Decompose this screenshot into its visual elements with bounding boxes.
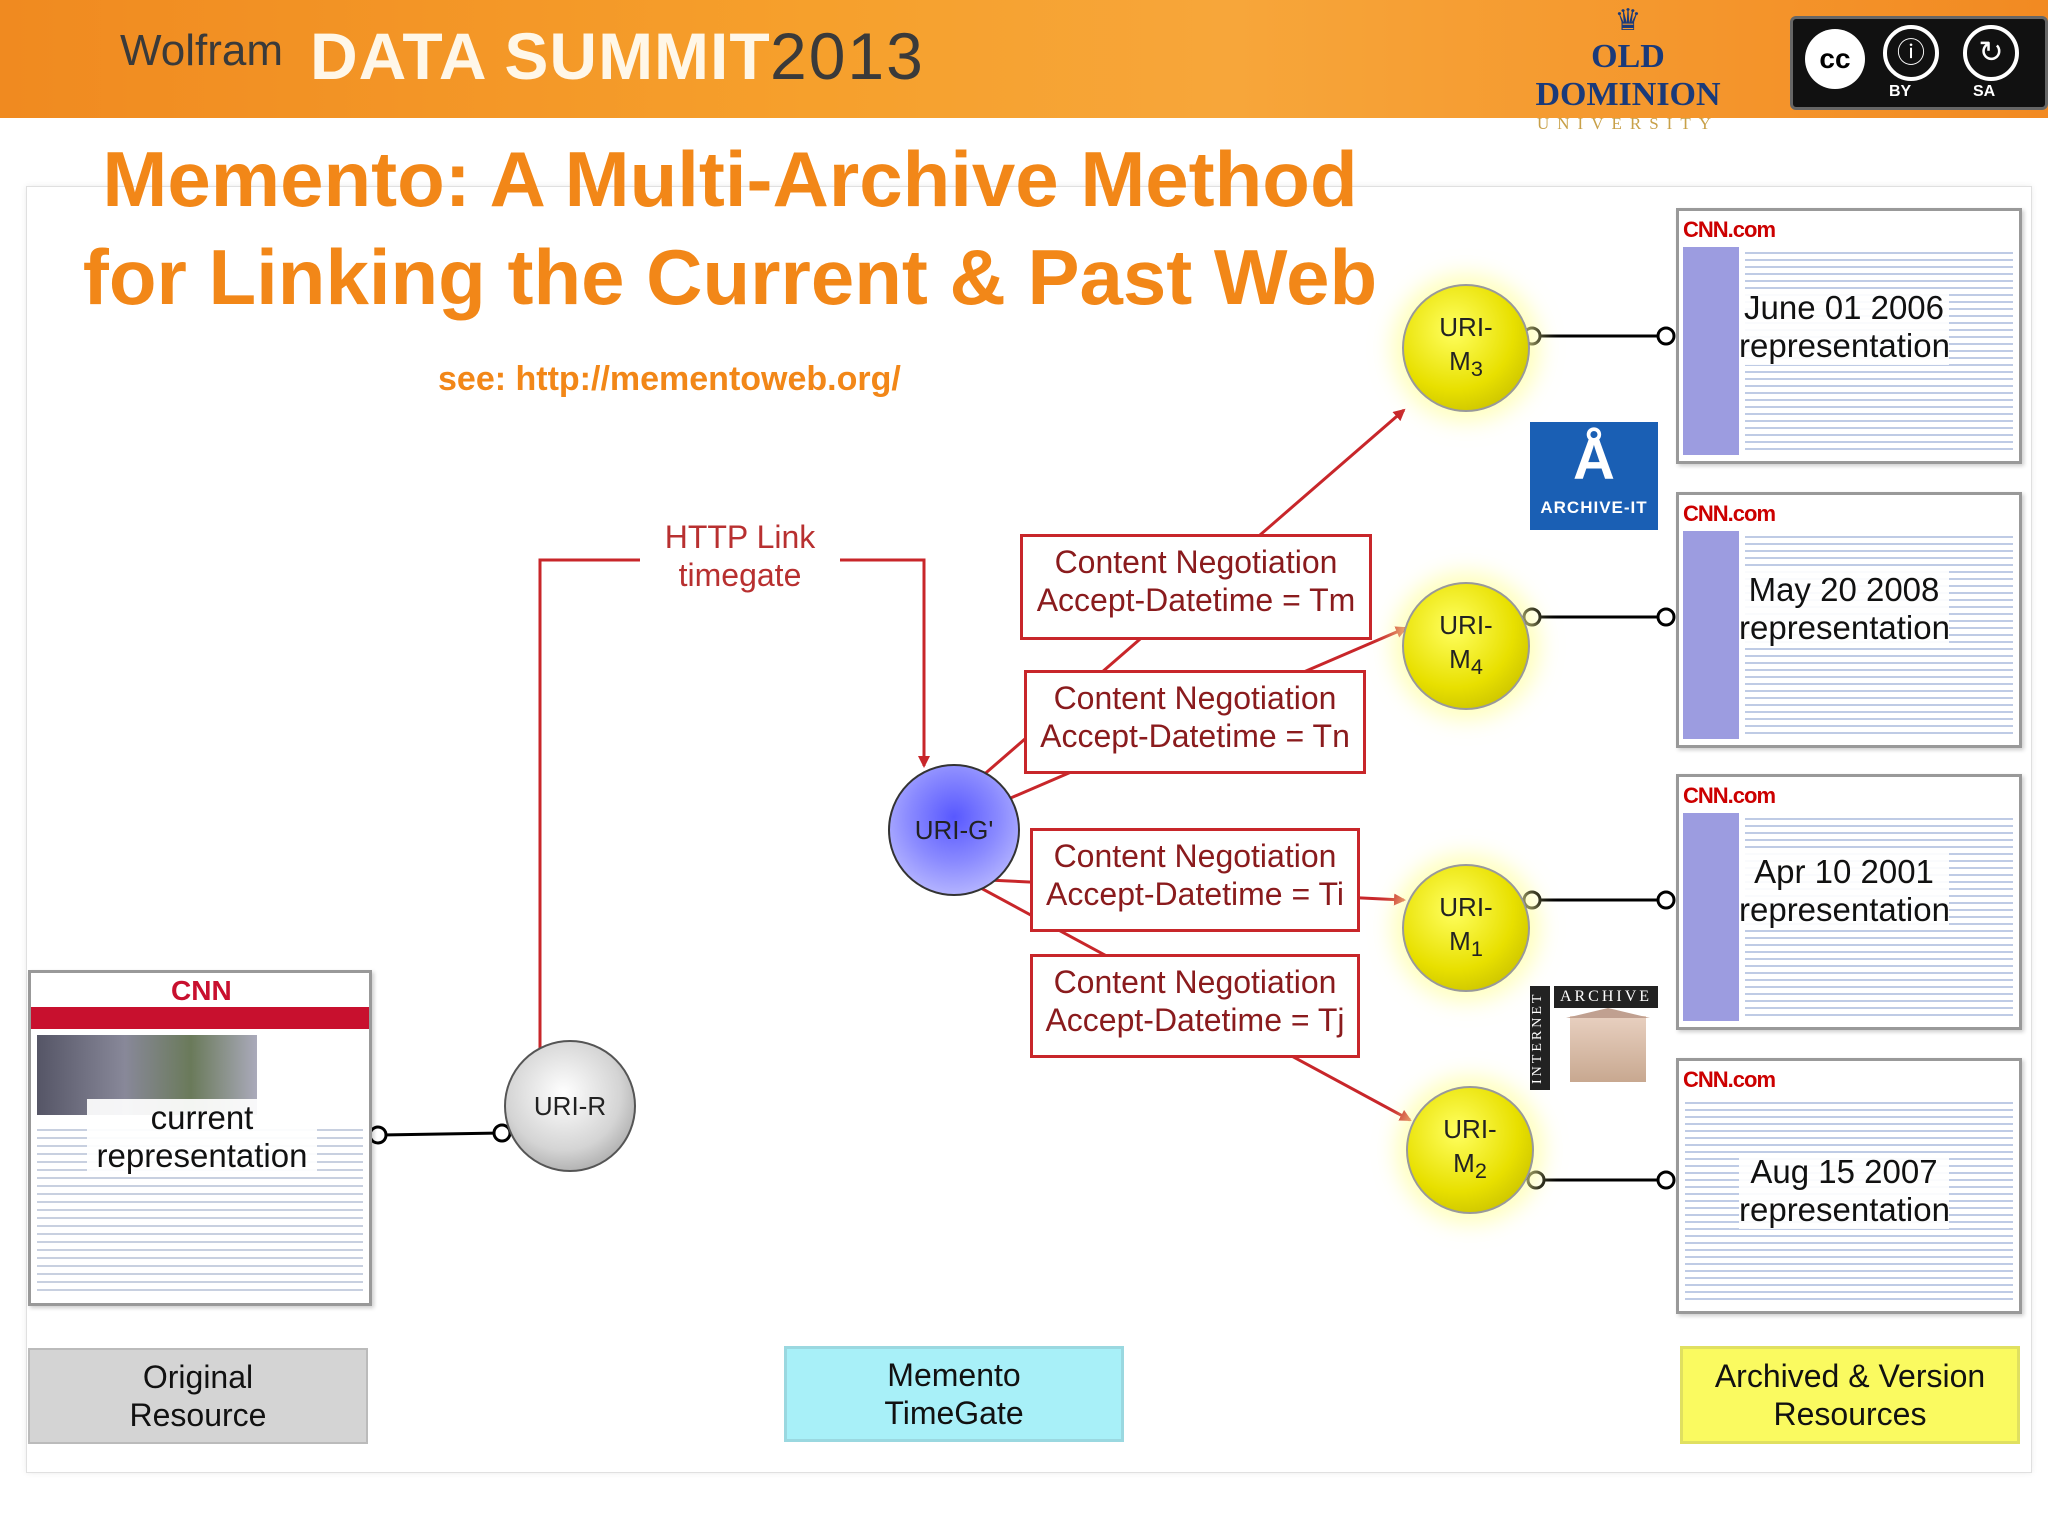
license-sa: SA [1973, 83, 1996, 100]
event-name: DATA SUMMIT [310, 19, 771, 93]
archive-it-icon: Å [1573, 427, 1615, 492]
slide-frame [26, 186, 2032, 1473]
license-by: BY [1889, 83, 1912, 100]
internet-archive-logo: INTERNET ARCHIVE [1530, 986, 1658, 1090]
title-line-1: Memento: A Multi-Archive Method [102, 135, 1358, 223]
content-negotiation-box: Content Negotiation Accept-Datetime = Ti [1030, 828, 1360, 932]
header-banner: Wolfram DATA SUMMIT 2013 [0, 0, 2048, 118]
cc-license-badge: cc ⓘ ↻ BY SA [1790, 16, 2048, 110]
legend-archived-resources: Archived & Version Resources [1680, 1346, 2020, 1444]
cc-icon: cc [1805, 29, 1865, 89]
uri-m3-node[interactable]: URI- M3 [1402, 284, 1530, 412]
content-negotiation-box: Content Negotiation Accept-Datetime = Tj [1030, 954, 1360, 1058]
wolfram-brand: Wolfram [120, 26, 283, 75]
share-alike-icon: ↻ [1963, 25, 2019, 81]
content-negotiation-box: Content Negotiation Accept-Datetime = Tm [1020, 534, 1372, 640]
title-line-2: for Linking the Current & Past Web [82, 233, 1378, 321]
university-name: OLD DOMINION [1535, 38, 1721, 113]
http-link-label: HTTP Link timegate [640, 518, 840, 594]
uri-g-node[interactable]: URI-G' [888, 764, 1020, 896]
slide-title: Memento: A Multi-Archive Method for Link… [30, 130, 1430, 326]
archive-it-logo: Å ARCHIVE-IT [1530, 422, 1658, 530]
uri-r-node[interactable]: URI-R [504, 1040, 636, 1172]
uri-m1-node[interactable]: URI- M1 [1402, 864, 1530, 992]
legend-memento-timegate: Memento TimeGate [784, 1346, 1124, 1442]
legend-original-resource: Original Resource [28, 1348, 368, 1444]
event-year: 2013 [770, 19, 925, 93]
content-negotiation-box: Content Negotiation Accept-Datetime = Tn [1024, 670, 1366, 774]
uri-m4-node[interactable]: URI- M4 [1402, 582, 1530, 710]
odu-logo: ♛ OLD DOMINION UNIVERSITY [1498, 4, 1758, 133]
university-subtitle: UNIVERSITY [1537, 114, 1719, 133]
archive-building-icon [1566, 1008, 1650, 1082]
see-link[interactable]: see: http://mementoweb.org/ [438, 360, 901, 398]
uri-m2-node[interactable]: URI- M2 [1406, 1086, 1534, 1214]
crown-icon: ♛ [1614, 4, 1642, 37]
attribution-icon: ⓘ [1883, 25, 1939, 81]
http-link-arrow [538, 558, 930, 1052]
